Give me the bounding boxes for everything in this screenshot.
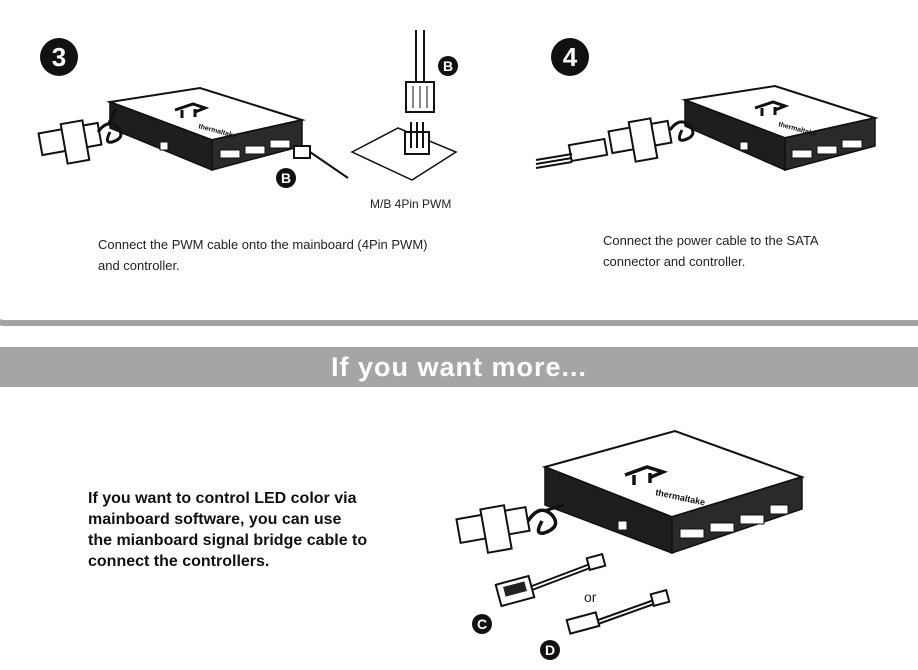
mb-4pin-pwm-label: M/B 4Pin PWM [370, 197, 452, 211]
step-4-description: Connect the power cable to the SATA conn… [603, 230, 819, 272]
cable-d-badge: D [540, 640, 560, 660]
step-4-description-line1: Connect the power cable to the SATA [603, 233, 819, 248]
step-3-description: Connect the PWM cable onto the mainboard… [98, 234, 427, 276]
more-banner: If you want more... [0, 347, 918, 387]
step-4-description-line2: connector and controller. [603, 254, 746, 269]
more-line4: connect the controllers. [88, 553, 270, 570]
pwm-header-icon [350, 122, 458, 181]
controller-box-icon: thermaltake [37, 86, 306, 172]
pwm-cable-icon [293, 145, 349, 179]
pwm-connector-icon [405, 30, 435, 113]
more-line3: the mianboard signal bridge cable to [88, 532, 368, 549]
step-3-description-line2: and controller. [98, 258, 180, 273]
step-3-badge: 3 [40, 38, 78, 76]
bridge-cable-d-icon [565, 588, 671, 635]
more-line1: If you want to control LED color via [88, 490, 357, 507]
bridge-cable-c-icon [494, 552, 607, 608]
cable-c-badge: C [472, 614, 492, 634]
more-line2: mainboard software, you can use [88, 511, 342, 528]
more-description: If you want to control LED color via mai… [88, 488, 428, 572]
step-3-description-line1: Connect the PWM cable onto the mainboard… [98, 237, 428, 252]
controller-box-sata-icon: thermaltake [535, 84, 879, 172]
step-4-badge: 4 [551, 38, 589, 76]
or-label: or [584, 589, 597, 605]
cable-label-b-badge: B [276, 168, 296, 188]
section-divider [0, 292, 918, 326]
connector-label-b-badge: B [438, 56, 458, 76]
bridge-controller-icon: thermaltake [455, 429, 806, 555]
